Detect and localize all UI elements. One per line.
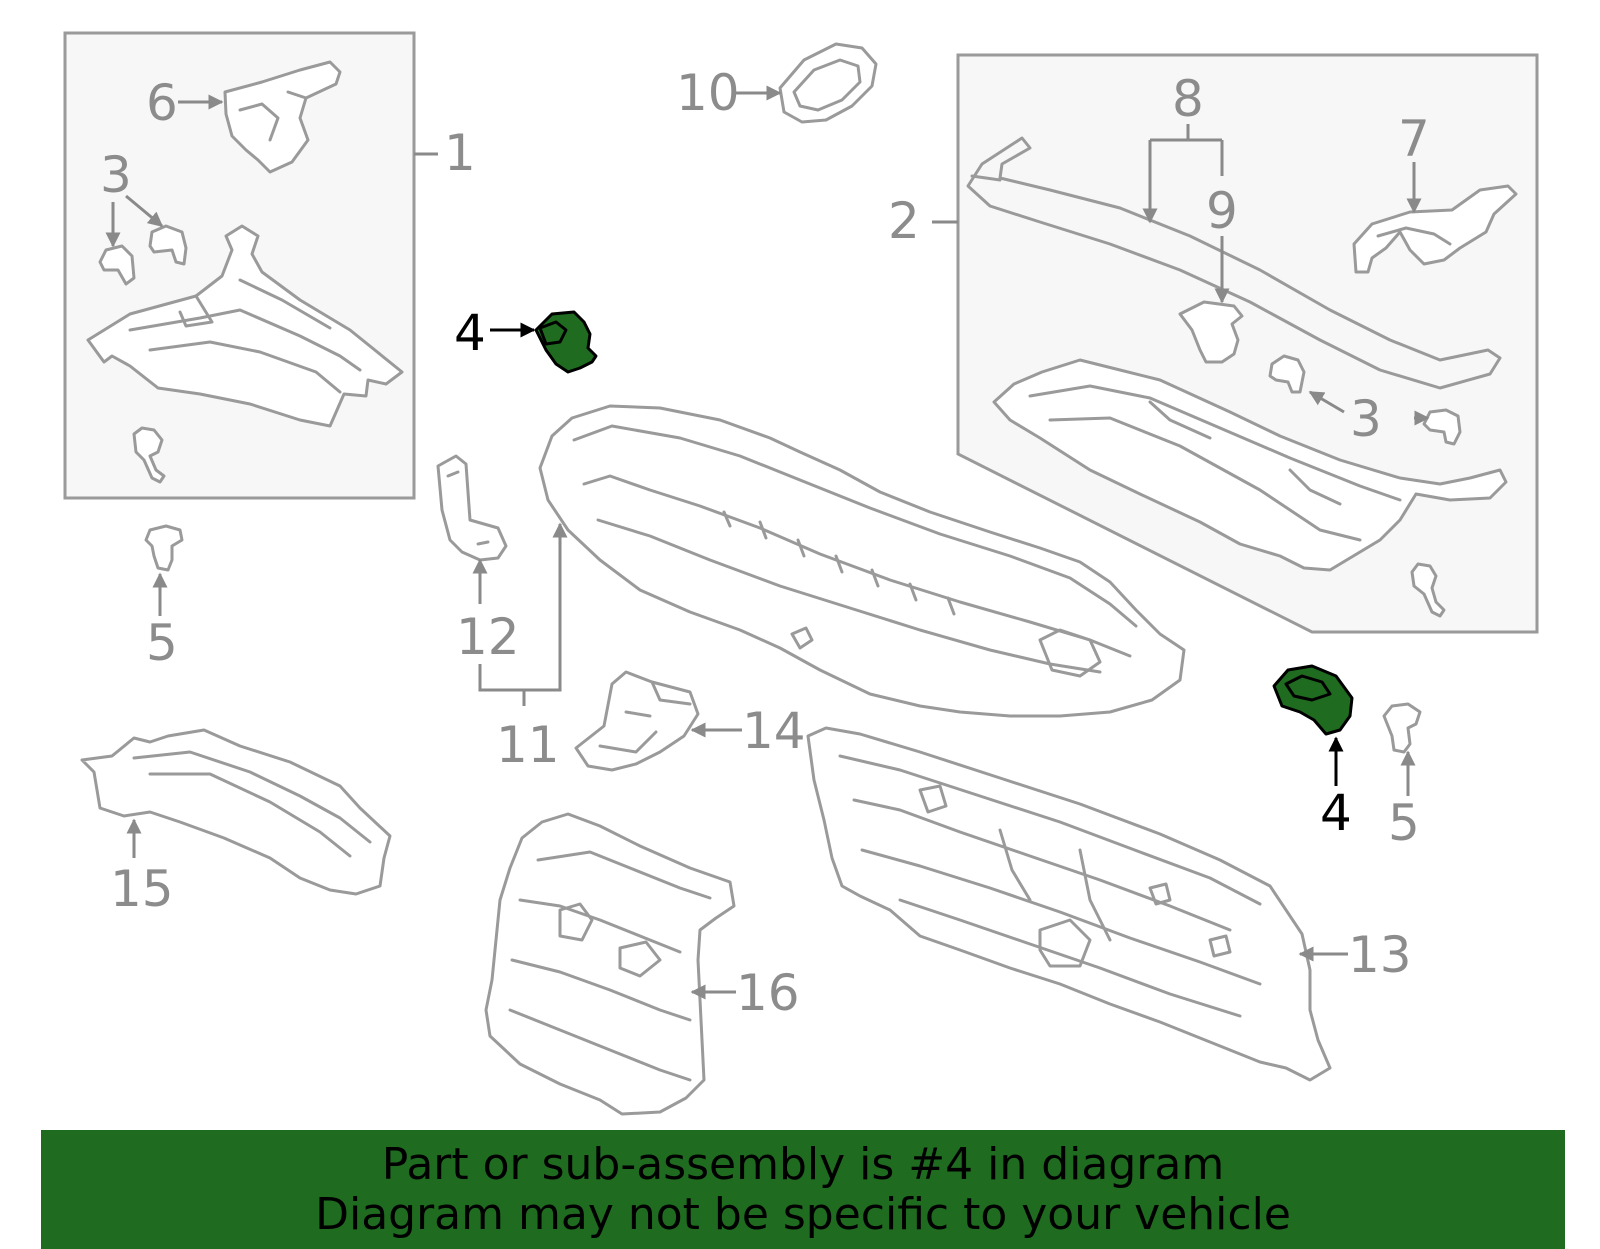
info-banner: Part or sub-assembly is #4 in diagram Di…: [41, 1130, 1565, 1249]
label-2: 2: [888, 192, 920, 250]
label-3-right: 3: [1350, 390, 1382, 448]
part-14-bracket: [574, 670, 700, 772]
highlight-leaders: [490, 322, 1344, 786]
label-13: 13: [1348, 926, 1412, 984]
label-1: 1: [444, 124, 476, 182]
label-15: 15: [110, 860, 174, 918]
part-10-grommet: [778, 42, 878, 124]
part-16-insulator: [484, 812, 736, 1116]
part-5-clip-left: [144, 524, 184, 572]
part-3-clip-left-b: [148, 224, 188, 266]
label-11: 11: [496, 716, 560, 774]
left-cowl-panel: [86, 224, 404, 428]
part-8-weatherstrip: [966, 136, 1502, 390]
part-11-insulator: [538, 404, 1186, 718]
part-5-clip-right: [1382, 702, 1422, 754]
part-4-upper: [534, 310, 598, 374]
part-13-dash-panel: [806, 726, 1332, 1082]
part-3-clip-right-a: [1268, 354, 1306, 394]
banner-line-1: Part or sub-assembly is #4 in diagram: [381, 1139, 1225, 1190]
bolt-right: [1410, 562, 1446, 618]
label-5-right: 5: [1388, 794, 1420, 852]
part-6-bracket: [223, 60, 342, 174]
label-14: 14: [742, 702, 806, 760]
label-8: 8: [1172, 70, 1204, 128]
part-12-bracket: [436, 454, 508, 562]
part-7-bracket: [1352, 184, 1518, 274]
banner-line-2: Diagram may not be specific to your vehi…: [315, 1189, 1291, 1240]
label-5-left: 5: [146, 614, 178, 672]
label-4-upper: 4: [454, 304, 486, 362]
part-4-right: [1272, 664, 1354, 736]
label-3-left: 3: [100, 146, 132, 204]
part-9-clip: [1178, 300, 1244, 364]
label-4-right: 4: [1320, 784, 1352, 842]
part-15-brace: [80, 728, 392, 896]
right-cowl-panel: [992, 358, 1508, 572]
label-10: 10: [676, 64, 740, 122]
label-16: 16: [736, 964, 800, 1022]
label-7: 7: [1398, 110, 1430, 168]
label-6: 6: [146, 74, 178, 132]
bolt-left: [132, 426, 166, 484]
label-9: 9: [1206, 182, 1238, 240]
part-3-clip-left-a: [98, 244, 136, 286]
part-3-clip-right-b: [1422, 408, 1462, 446]
leader-lines: [105, 85, 1430, 1000]
label-12: 12: [456, 608, 520, 666]
